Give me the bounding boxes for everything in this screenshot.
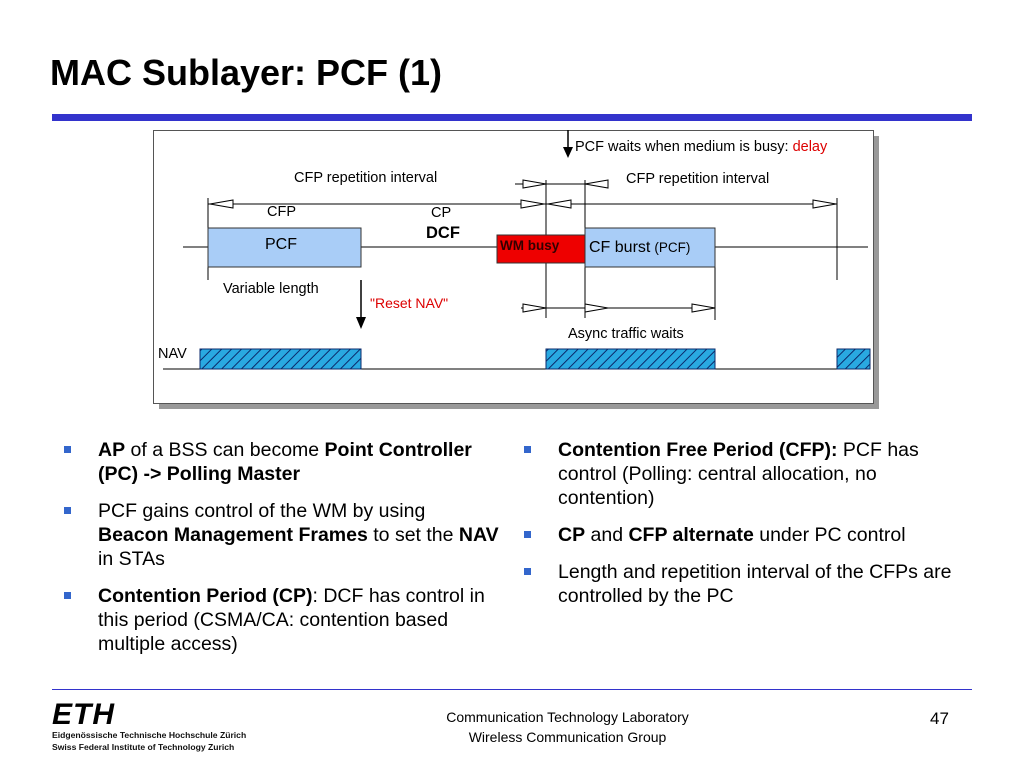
- pcf-waits-text: PCF waits when medium is busy:: [575, 139, 793, 155]
- cf-burst-text: CF burst: [589, 239, 651, 256]
- bullet-item: Length and repetition interval of the CF…: [520, 560, 960, 608]
- bullet-text: Contention Period (CP): DCF has control …: [98, 585, 485, 655]
- bullet-text: AP of a BSS can become Point Controller …: [98, 439, 472, 485]
- bold-text: Contention Period (CP): [98, 585, 313, 607]
- dcf-label: DCF: [426, 224, 460, 242]
- delay-text: delay: [793, 139, 828, 155]
- bullet-item: PCF gains control of the WM by using Bea…: [60, 499, 500, 571]
- bullet-text: CP and CFP alternate under PC control: [558, 524, 906, 546]
- text-run: PCF has control (Polling: central alloca…: [558, 439, 919, 509]
- bold-text: CP: [558, 524, 586, 546]
- bullet-item: Contention Free Period (CFP): PCF has co…: [520, 438, 960, 510]
- repetition-interval-head-right: [812, 199, 837, 209]
- pcf-waits-label: PCF waits when medium is busy: delay: [575, 139, 828, 155]
- async-traffic-label: Async traffic waits: [568, 326, 684, 342]
- cfp-repetition-left-label: CFP repetition interval: [294, 170, 437, 186]
- variable-length-label: Variable length: [223, 281, 319, 297]
- bold-text: AP: [98, 439, 126, 461]
- cp-label: CP: [431, 205, 451, 221]
- bullets-left: AP of a BSS can become Point Controller …: [60, 438, 500, 669]
- bold-text: Contention Free Period (CFP):: [558, 439, 838, 461]
- pcf-box: [207, 227, 362, 268]
- cf-burst-pcf-text: (PCF): [654, 240, 690, 255]
- bullet-square-icon: [524, 568, 531, 575]
- text-run: Length and repetition interval of the CF…: [558, 561, 952, 607]
- cf-burst-box: [584, 227, 716, 268]
- cp-interval-top-head-b: [584, 179, 609, 189]
- text-run: in STAs: [98, 548, 165, 570]
- text-run: under PC control: [753, 524, 906, 546]
- cp-interval-top-head-a: [522, 179, 547, 189]
- title-underline: [52, 114, 972, 121]
- bullet-square-icon: [64, 592, 71, 599]
- bullet-square-icon: [64, 446, 71, 453]
- nav-block-1: [199, 348, 362, 370]
- pcf-box-label: PCF: [265, 236, 297, 253]
- async-interval-head-a: [522, 303, 547, 313]
- bold-text: CFP alternate: [628, 524, 754, 546]
- wm-busy-box: [496, 234, 588, 264]
- reset-nav-arrow-head: [356, 317, 366, 329]
- bullet-item: AP of a BSS can become Point Controller …: [60, 438, 500, 486]
- cfp-repetition-right-label: CFP repetition interval: [626, 171, 769, 187]
- bullet-item: CP and CFP alternate under PC control: [520, 523, 960, 547]
- repetition-interval-head-mid-right: [547, 199, 572, 209]
- bullet-square-icon: [524, 446, 531, 453]
- reset-nav-label: "Reset NAV": [370, 295, 448, 311]
- footer-lab-line2: Wireless Communication Group: [468, 729, 667, 745]
- text-run: to set the: [367, 524, 459, 546]
- cf-burst-label: CF burst(PCF): [589, 239, 690, 256]
- bold-text: NAV: [458, 524, 499, 546]
- text-run: of a BSS can become: [125, 439, 325, 461]
- cfp-label: CFP: [267, 204, 296, 220]
- nav-block-3: [836, 348, 871, 370]
- async-interval-head-c: [691, 303, 716, 313]
- eth-logo-mark: ETH: [52, 700, 115, 731]
- bullet-text: PCF gains control of the WM by using Bea…: [98, 500, 499, 570]
- eth-logo-line2: Swiss Federal Institute of Technology Zu…: [52, 742, 234, 752]
- pcf-waits-arrow-head: [563, 147, 573, 158]
- nav-label: NAV: [158, 346, 187, 362]
- pcf-timing-diagram: PCF waits when medium is busy: delay CFP…: [153, 130, 879, 409]
- text-run: and: [585, 524, 629, 546]
- bullet-square-icon: [524, 531, 531, 538]
- footer-lab: Communication Technology Laboratory Wire…: [380, 707, 755, 747]
- text-run: PCF gains control of the WM by using: [98, 500, 426, 522]
- bold-text: Beacon Management Frames: [98, 524, 368, 546]
- eth-logo: ETH Eidgenössische Technische Hochschule…: [52, 700, 246, 752]
- bullet-item: Contention Period (CP): DCF has control …: [60, 584, 500, 656]
- bold-text: Point Controller (PC) -> Polling Master: [98, 439, 472, 485]
- bullet-text: Contention Free Period (CFP): PCF has co…: [558, 439, 919, 509]
- wm-busy-label: WM busy: [500, 238, 560, 253]
- footer-lab-line1: Communication Technology Laboratory: [446, 709, 689, 725]
- text-run: : DCF has control in this period (CSMA/C…: [98, 585, 485, 655]
- bullets-right: Contention Free Period (CFP): PCF has co…: [520, 438, 960, 621]
- eth-logo-line1: Eidgenössische Technische Hochschule Zür…: [52, 730, 246, 740]
- footer-rule: [52, 689, 972, 690]
- bullet-text: Length and repetition interval of the CF…: [558, 561, 952, 607]
- async-interval-head-b: [584, 303, 609, 313]
- bullet-square-icon: [64, 507, 71, 514]
- repetition-interval-head-mid-left: [520, 199, 545, 209]
- slide-title: MAC Sublayer: PCF (1): [50, 52, 443, 93]
- nav-block-2: [545, 348, 716, 370]
- page-number: 47: [930, 709, 949, 728]
- repetition-interval-head-left: [209, 199, 234, 209]
